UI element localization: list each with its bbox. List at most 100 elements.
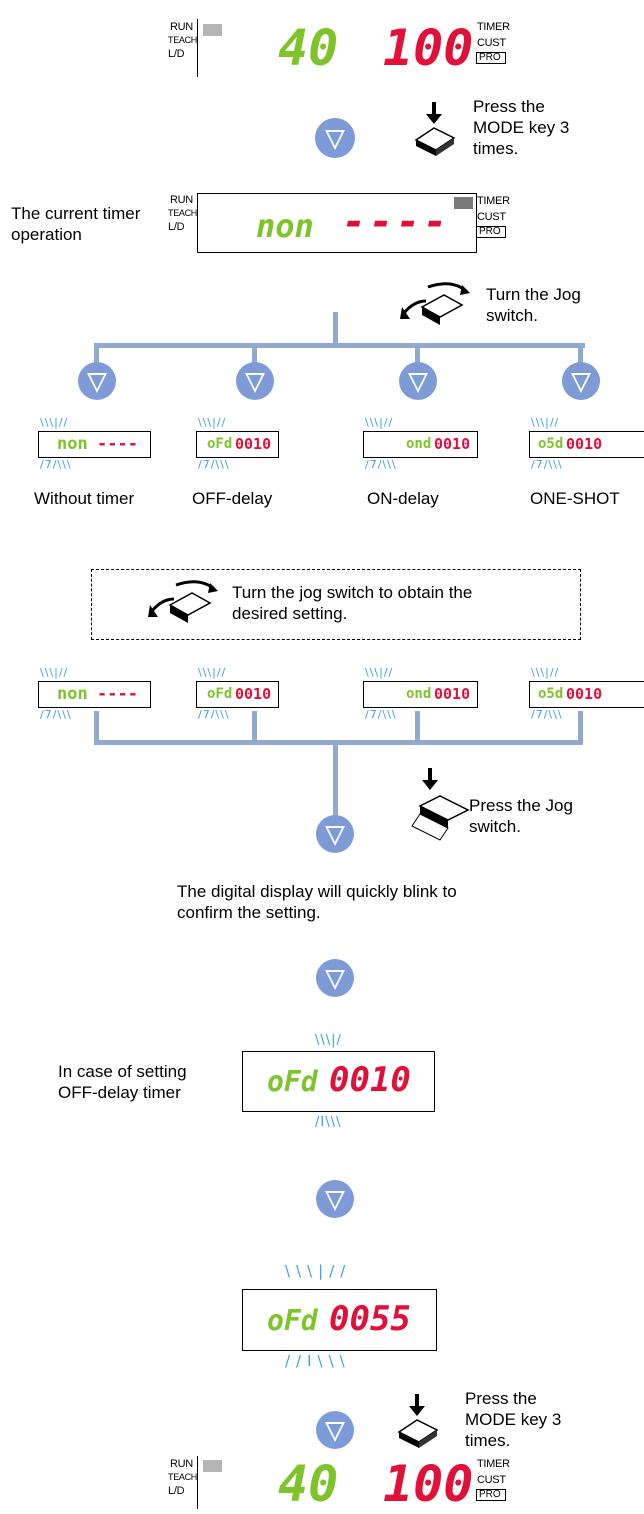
- option-label-one-shot: ONE-SHOT: [530, 489, 620, 508]
- teach-label: TEACH: [168, 35, 198, 45]
- down-arrow-icon: [316, 815, 354, 853]
- blink-marks: \\\|//: [198, 416, 227, 429]
- mode-key-icon: [397, 1394, 439, 1448]
- down-arrow-icon: [562, 362, 600, 400]
- branch-bar: [94, 343, 585, 348]
- option-right: 0010: [235, 685, 272, 703]
- option-left: ond: [406, 686, 432, 702]
- jog-switch-turn-icon: [148, 580, 218, 623]
- option-right: 0010: [434, 685, 471, 703]
- bottom-display-right: 100: [383, 1455, 474, 1513]
- option-right: ----: [97, 684, 138, 704]
- example-left: oFd: [267, 1065, 318, 1098]
- blink-marks: \\\|/: [315, 1033, 342, 1048]
- dashed-note-box: [91, 569, 581, 640]
- option-left: oFd: [207, 436, 233, 452]
- down-arrow-icon: [316, 959, 354, 997]
- blink-marks: \\\|//: [285, 1262, 352, 1280]
- teach-label: TEACH: [168, 208, 198, 218]
- merge-rise: [94, 711, 99, 745]
- option-left: non: [57, 434, 88, 454]
- merge-rise: [252, 711, 257, 745]
- blink-marks: /I\\\: [315, 1115, 342, 1130]
- run-label: RUN: [170, 21, 193, 33]
- blink-marks: \\\|//: [198, 666, 227, 679]
- option-right: 0010: [434, 435, 471, 453]
- blink-marks: \\\|//: [365, 666, 394, 679]
- merge-rise: [415, 711, 420, 745]
- option-display-on-delay: ond 0010: [363, 431, 478, 458]
- run-label: RUN: [170, 194, 193, 206]
- bottom-display-left: 40: [278, 1455, 339, 1513]
- example-display: oFd 0010: [242, 1051, 435, 1112]
- example-right: 0010: [329, 1060, 411, 1100]
- time-right: 0055: [329, 1299, 411, 1339]
- branch-drop: [578, 343, 583, 365]
- dashed-note-text: Turn the jog switch to obtain the desire…: [232, 583, 473, 623]
- ld-label: L/D: [168, 48, 185, 60]
- pro-label: PRO: [476, 1489, 506, 1501]
- option-label-on-delay: ON-delay: [367, 489, 439, 508]
- blink-marks: /7/\\\: [365, 708, 397, 721]
- current-display-right: ----: [342, 199, 451, 245]
- option-right: 0010: [566, 435, 603, 453]
- option-left: oFd: [207, 686, 233, 702]
- blink-marks: /7/\\\: [198, 458, 230, 471]
- option-display-without-timer: non ----: [38, 681, 151, 708]
- down-arrow-icon: [315, 118, 355, 158]
- step1-instruction: Press the MODE key 3 times.: [473, 97, 570, 158]
- option-display-off-delay: oFd 0010: [196, 431, 279, 458]
- timer-label: TIMER: [477, 21, 510, 33]
- ld-label: L/D: [168, 221, 185, 233]
- time-display: oFd 0055: [242, 1289, 437, 1351]
- blink-marks: /7/\\\: [531, 458, 563, 471]
- blink-marks: \\\|//: [365, 416, 394, 429]
- option-left: o5d: [538, 436, 564, 452]
- branch-stem: [333, 312, 338, 348]
- step4-instruction: Press the MODE key 3 times.: [465, 1389, 562, 1450]
- branch-drop: [415, 343, 420, 365]
- option-display-one-shot: o5d 0010: [529, 431, 644, 458]
- blink-marks: /7/\\\: [40, 708, 72, 721]
- step3-instruction: Press the Jog switch.: [469, 796, 573, 836]
- down-arrow-icon: [236, 362, 274, 400]
- cust-label: CUST: [477, 1474, 506, 1486]
- blink-marks: /7/\\\: [365, 458, 397, 471]
- teach-label: TEACH: [168, 1472, 198, 1482]
- blink-marks: \\\|//: [40, 416, 69, 429]
- option-right: 0010: [566, 685, 603, 703]
- jog-switch-turn-icon: [400, 282, 470, 325]
- timer-label: TIMER: [477, 195, 510, 207]
- current-display-left: non: [256, 207, 314, 245]
- option-left: ond: [406, 436, 432, 452]
- option-left: non: [57, 684, 88, 704]
- pro-label: PRO: [476, 226, 506, 238]
- top-display-right: 100: [383, 19, 474, 77]
- timer-label: TIMER: [477, 1458, 510, 1470]
- down-arrow-icon: [316, 1411, 354, 1449]
- branch-drop: [94, 343, 99, 365]
- pro-label: PRO: [476, 52, 506, 64]
- option-label-off-delay: OFF-delay: [192, 489, 273, 508]
- down-arrow-icon: [399, 362, 437, 400]
- timer-indicator: [454, 197, 473, 209]
- option-right: 0010: [235, 435, 272, 453]
- blink-marks: /7/\\\: [40, 458, 72, 471]
- run-label: RUN: [170, 1458, 193, 1470]
- merge-bar: [94, 740, 583, 745]
- down-arrow-icon: [78, 362, 116, 400]
- panel-frame: [197, 1456, 476, 1509]
- current-panel-frame: [197, 193, 477, 253]
- option-label-without-timer: Without timer: [34, 489, 135, 508]
- option-display-without-timer: non ----: [38, 431, 151, 458]
- down-arrow-icon: [316, 1180, 354, 1218]
- option-left: o5d: [538, 686, 564, 702]
- option-display-one-shot: o5d 0010: [529, 681, 644, 708]
- step2-instruction: Turn the Jog switch.: [486, 285, 581, 325]
- run-indicator: [203, 1460, 222, 1472]
- run-indicator: [203, 24, 222, 36]
- blink-marks: \\\|//: [531, 416, 560, 429]
- ld-label: L/D: [168, 1485, 185, 1497]
- blink-marks: /7/\\\: [198, 708, 230, 721]
- panel-frame: [197, 19, 476, 77]
